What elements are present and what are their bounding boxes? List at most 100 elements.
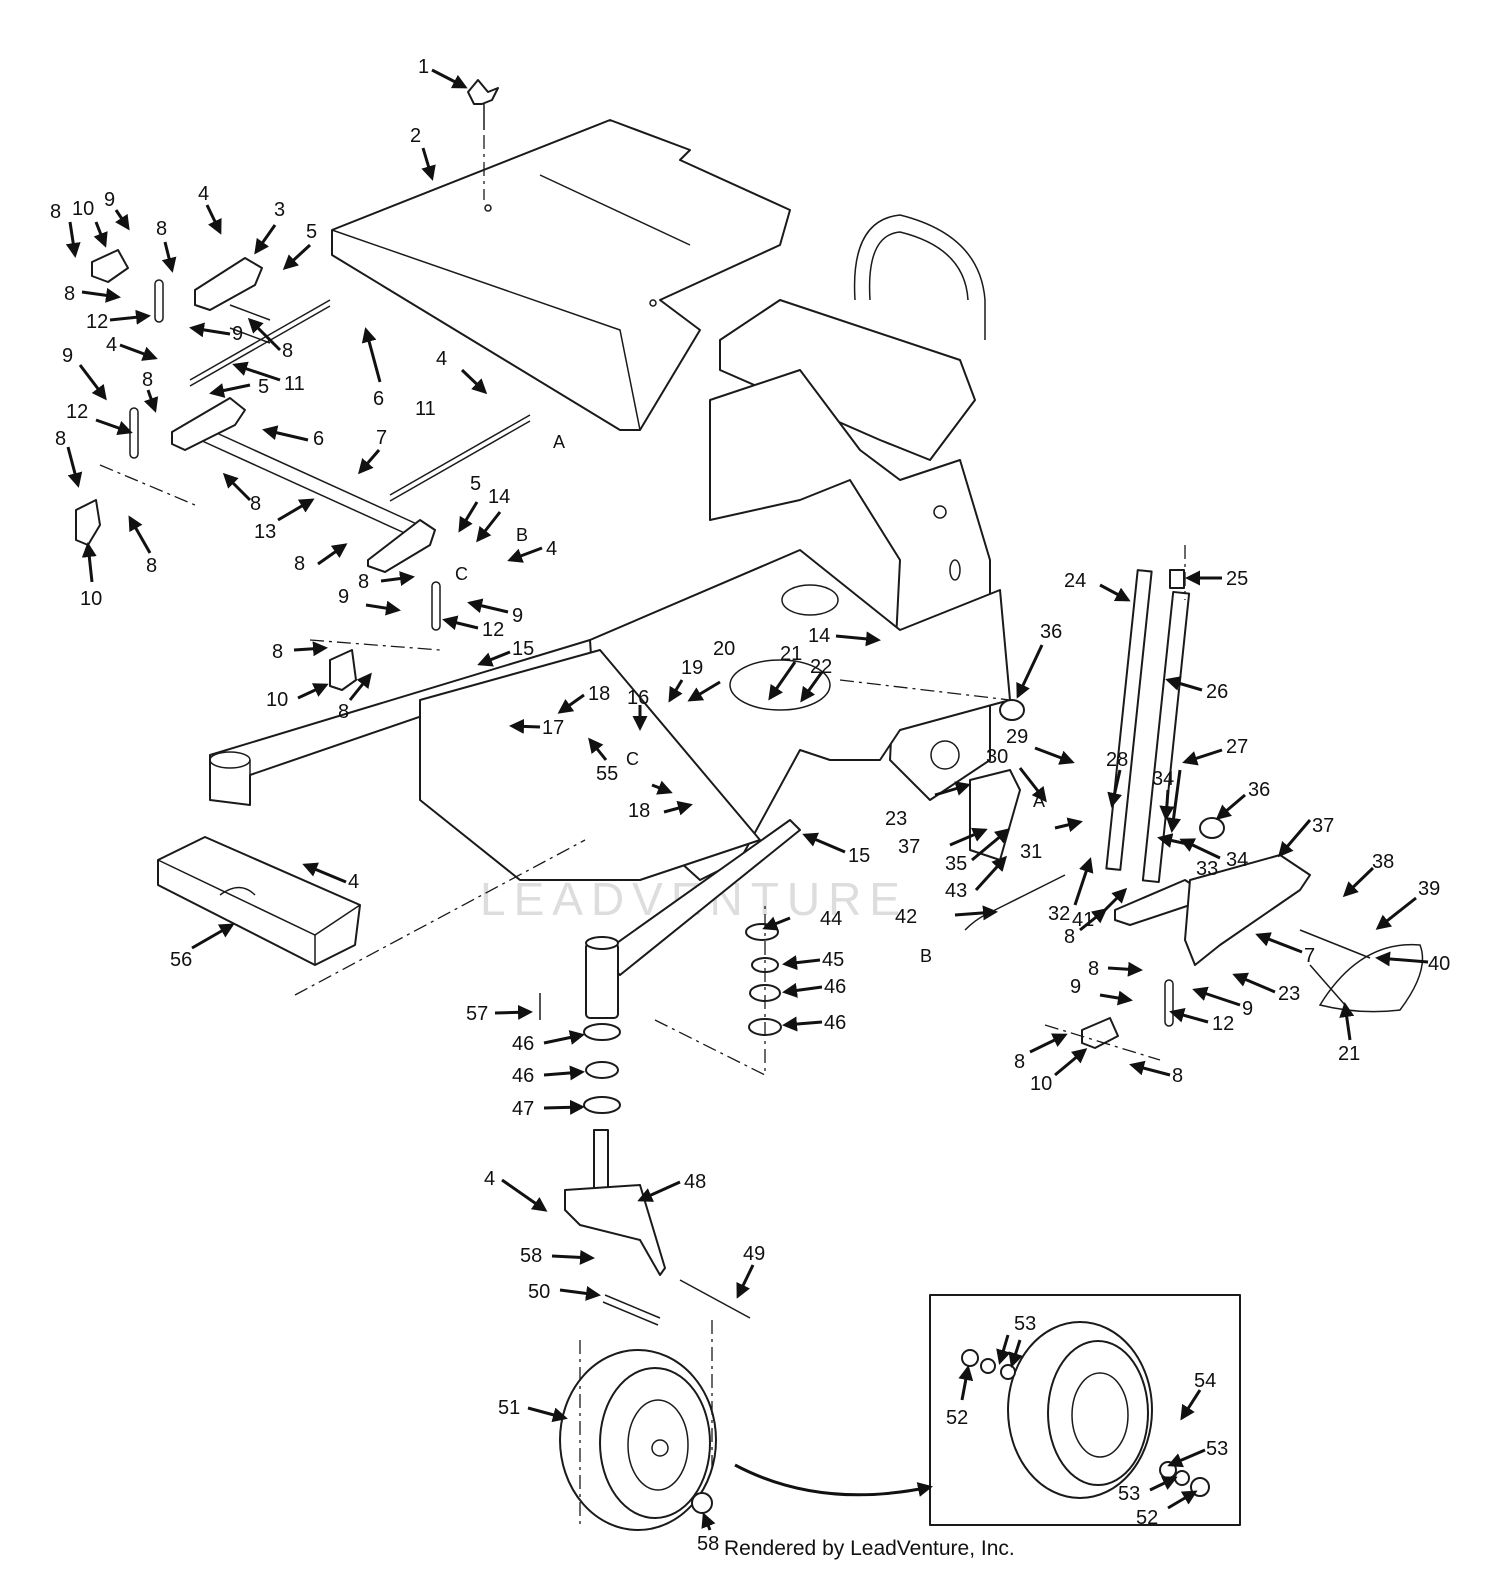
callout-4: 4 (348, 871, 359, 893)
floor-pan (331, 119, 791, 431)
reference-letters: A B C C A B (455, 432, 1045, 966)
callout-6: 6 (373, 388, 384, 410)
callout-17: 17 (542, 717, 564, 739)
callout-7: 7 (376, 427, 387, 449)
callout-12: 12 (1212, 1013, 1234, 1035)
callout-30: 30 (986, 746, 1008, 768)
callout-31: 31 (1020, 841, 1042, 863)
callout-9: 9 (1242, 998, 1253, 1020)
step-plate (157, 836, 361, 966)
callout-51: 51 (498, 1397, 520, 1419)
callout-24: 24 (1064, 570, 1086, 592)
callout-12: 12 (86, 311, 108, 333)
callout-8: 8 (1088, 958, 1099, 980)
callout-13: 13 (254, 521, 276, 543)
ref-letter-b: B (516, 525, 528, 545)
callout-9: 9 (104, 189, 115, 211)
callout-42: 42 (895, 906, 917, 928)
callout-16: 16 (627, 687, 649, 709)
callout-47: 47 (512, 1098, 534, 1120)
callout-53: 53 (1014, 1313, 1036, 1335)
callout-34: 34 (1152, 768, 1174, 790)
callout-8: 8 (1172, 1065, 1183, 1087)
callout-28: 28 (1106, 749, 1128, 771)
callout-21: 21 (1338, 1043, 1360, 1065)
callout-23: 23 (885, 808, 907, 830)
callout-40: 40 (1428, 953, 1450, 975)
callout-8: 8 (1014, 1051, 1025, 1073)
knob (467, 79, 499, 200)
callout-7: 7 (1304, 945, 1315, 967)
callout-58: 58 (520, 1245, 542, 1267)
callout-46: 46 (512, 1065, 534, 1087)
callout-5: 5 (470, 473, 481, 495)
callout-5: 5 (258, 376, 269, 398)
ref-letter-a: A (553, 432, 565, 452)
callout-9: 9 (62, 345, 73, 367)
callout-21: 21 (780, 643, 802, 665)
callout-4: 4 (106, 334, 117, 356)
callout-3: 3 (274, 199, 285, 221)
callout-11: 11 (415, 398, 436, 420)
callout-4: 4 (198, 183, 209, 205)
callout-12: 12 (482, 619, 504, 641)
callout-46: 46 (824, 976, 846, 998)
callout-53: 53 (1118, 1483, 1140, 1505)
callout-48: 48 (684, 1171, 706, 1193)
callout-9: 9 (1070, 976, 1081, 998)
callout-8: 8 (146, 555, 157, 577)
callout-8: 8 (338, 701, 349, 723)
callout-49: 49 (743, 1243, 765, 1265)
callout-10: 10 (72, 198, 94, 220)
callout-46: 46 (824, 1012, 846, 1034)
callout-22: 22 (810, 656, 832, 678)
callout-8: 8 (1064, 926, 1075, 948)
callout-54: 54 (1194, 1370, 1216, 1392)
callout-52: 52 (946, 1407, 968, 1429)
callout-8: 8 (294, 553, 305, 575)
callout-58: 58 (697, 1533, 719, 1555)
callout-10: 10 (266, 689, 288, 711)
callout-23: 23 (1278, 983, 1300, 1005)
ref-letter-c: C (455, 564, 468, 584)
callout-29: 29 (1006, 726, 1028, 748)
callout-8: 8 (358, 571, 369, 593)
ref-letter-a: A (1033, 791, 1045, 811)
callout-8: 8 (50, 201, 61, 223)
deck-brackets (75, 249, 1119, 1049)
callout-6: 6 (313, 428, 324, 450)
callout-10: 10 (80, 588, 102, 610)
callout-32: 32 (1048, 903, 1070, 925)
callout-43: 43 (945, 880, 967, 902)
callout-44: 44 (820, 908, 842, 930)
callout-9: 9 (232, 323, 243, 345)
callout-8: 8 (55, 428, 66, 450)
hanger-chains (129, 279, 1174, 1027)
callout-11: 11 (284, 373, 305, 395)
callout-12: 12 (66, 401, 88, 423)
callout-52: 52 (1136, 1507, 1158, 1529)
detail-inset (734, 1294, 1241, 1526)
callout-38: 38 (1372, 851, 1394, 873)
callout-56: 56 (170, 949, 192, 971)
callout-8: 8 (142, 369, 153, 391)
callout-33: 33 (1196, 858, 1218, 880)
callout-35: 35 (945, 853, 967, 875)
callout-26: 26 (1206, 681, 1228, 703)
callout-2: 2 (410, 125, 421, 147)
ref-letter-b: B (920, 946, 932, 966)
callout-15: 15 (512, 638, 534, 660)
chassis-frame (209, 549, 1011, 976)
callout-57: 57 (466, 1003, 488, 1025)
linkage-rods (189, 299, 531, 541)
callout-20: 20 (713, 638, 735, 660)
callout-37: 37 (1312, 815, 1334, 837)
callout-34: 34 (1226, 849, 1248, 871)
callout-27: 27 (1226, 736, 1248, 758)
callout-4: 4 (436, 348, 447, 370)
callout-8: 8 (156, 218, 167, 240)
callout-46: 46 (512, 1033, 534, 1055)
callout-39: 39 (1418, 878, 1440, 900)
assembly-guides (99, 464, 1186, 1525)
